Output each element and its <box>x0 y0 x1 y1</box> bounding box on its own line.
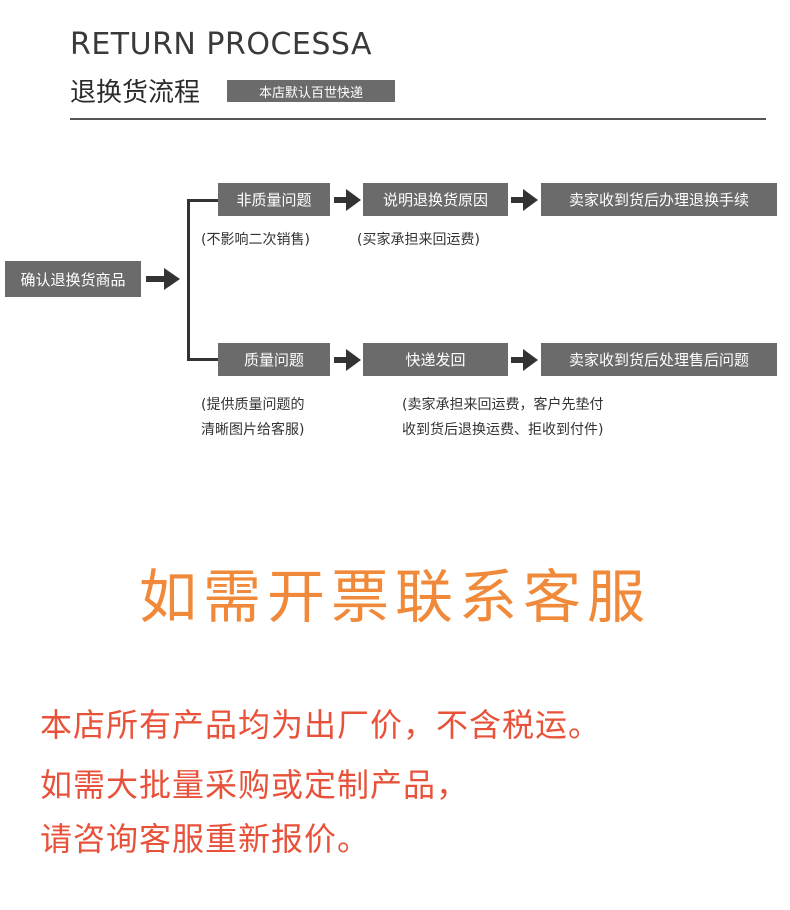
note-no-resale-impact: (不影响二次销售) <box>201 232 310 248</box>
info-line-bulk-custom: 如需大批量采购或定制产品， <box>40 766 470 804</box>
title-chinese: 退换货流程 <box>70 78 201 108</box>
start-box: 确认退换货商品 <box>5 261 141 297</box>
note-seller-pays-shipping: (卖家承担来回运费，客户先垫付 收到货后退换运费、拒收到付件) <box>402 393 603 443</box>
seller-after-sales-box: 卖家收到货后处理售后问题 <box>541 343 777 376</box>
header-divider <box>70 118 766 120</box>
arrow-icon <box>334 189 361 211</box>
note-seller-pays-line2: 收到货后退换运费、拒收到付件) <box>402 422 604 438</box>
express-return-box: 快递发回 <box>363 343 508 376</box>
title-english: RETURN PROCESSA <box>70 27 373 62</box>
invoice-notice: 如需开票联系客服 <box>138 563 651 631</box>
note-provide-photos: (提供质量问题的 清晰图片给客服) <box>201 393 304 443</box>
non-quality-issue-box: 非质量问题 <box>218 183 330 216</box>
explain-reason-box: 说明退换货原因 <box>363 183 508 216</box>
info-line-factory-price: 本店所有产品均为出厂价，不含税运。 <box>40 706 602 744</box>
arrow-icon <box>511 189 538 211</box>
quality-issue-box: 质量问题 <box>218 343 330 376</box>
branch-line-vertical <box>187 199 190 361</box>
note-provide-photos-line2: 清晰图片给客服) <box>201 422 305 438</box>
branch-line-top <box>187 199 218 202</box>
start-arrow-icon <box>146 268 180 290</box>
branch-line-bottom <box>187 358 218 361</box>
note-seller-pays-line1: (卖家承担来回运费，客户先垫付 <box>402 397 604 413</box>
seller-return-process-box: 卖家收到货后办理退换手续 <box>541 183 777 216</box>
courier-tag: 本店默认百世快递 <box>227 80 395 102</box>
info-line-contact-quote: 请咨询客服重新报价。 <box>40 820 371 858</box>
arrow-icon <box>511 349 538 371</box>
note-buyer-pays-shipping: (买家承担来回运费) <box>357 232 480 248</box>
note-provide-photos-line1: (提供质量问题的 <box>201 397 305 413</box>
arrow-icon <box>334 349 361 371</box>
